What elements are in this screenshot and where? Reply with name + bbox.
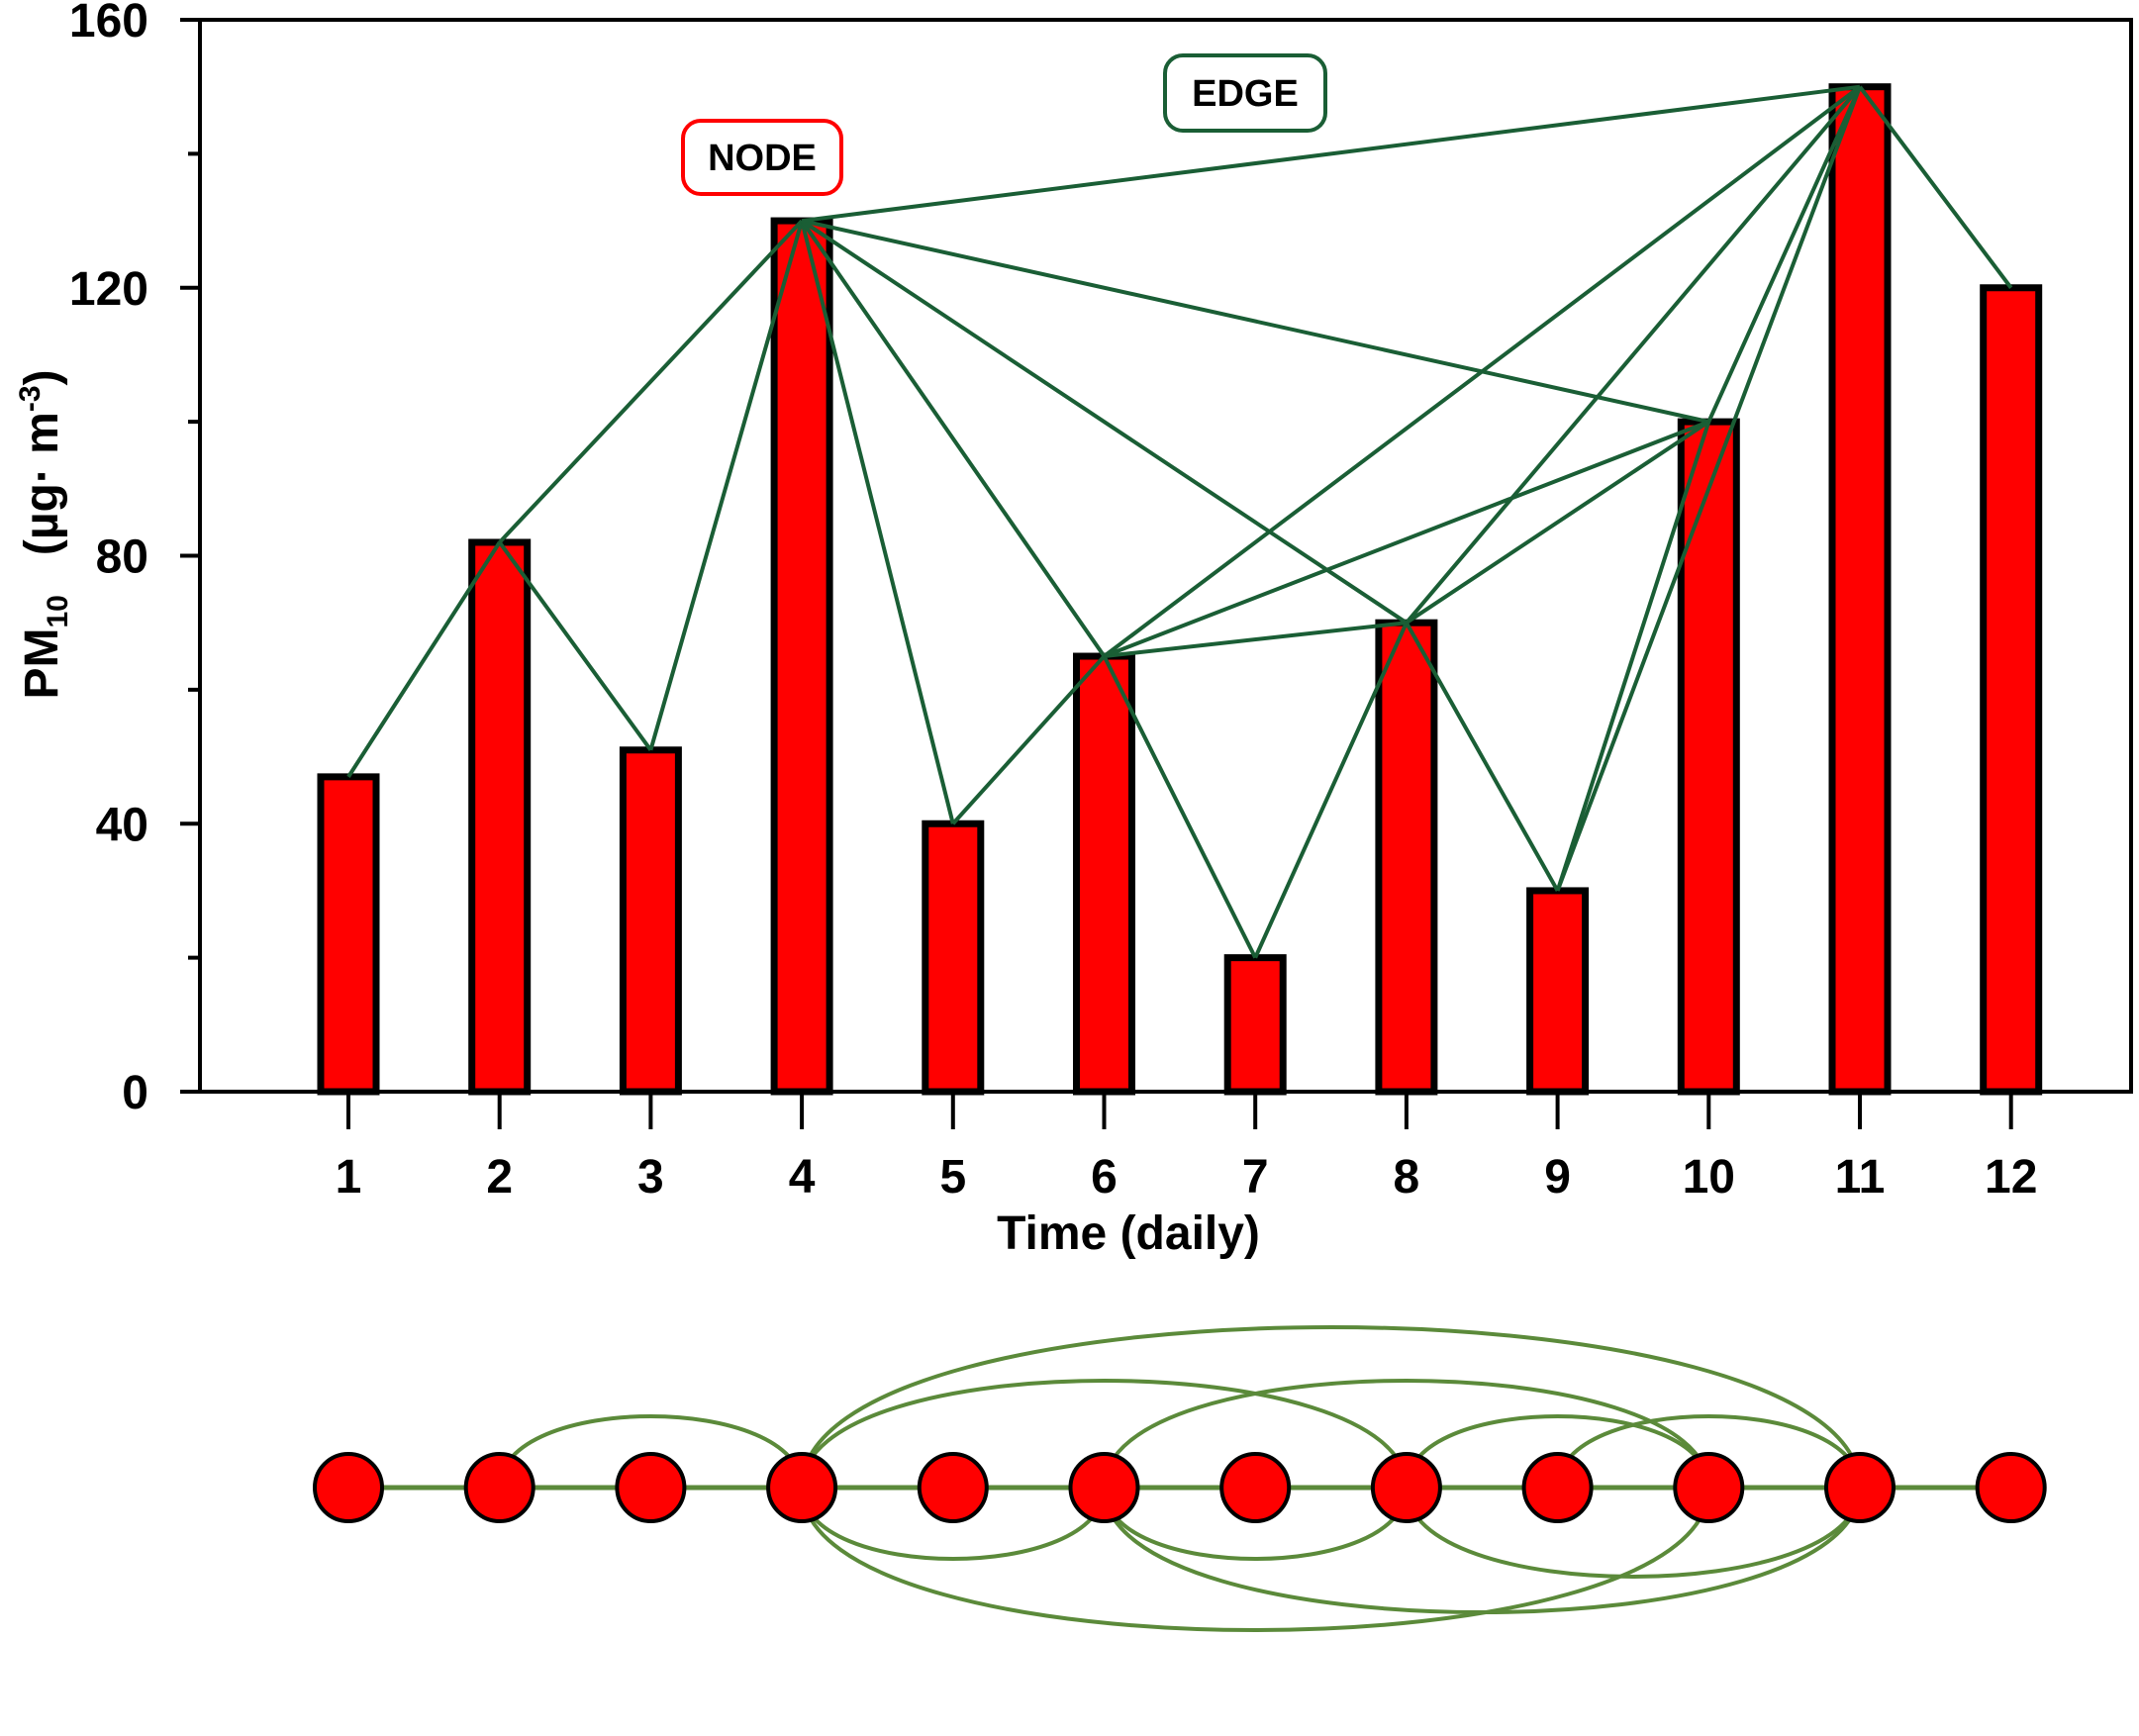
y-axis-title-close: ) xyxy=(16,369,68,385)
y-axis-title-sup: -3 xyxy=(14,385,47,412)
edge-6-7 xyxy=(1102,655,1257,959)
edge-6-11 xyxy=(1103,85,1862,658)
x-tick-label-12: 12 xyxy=(1985,1151,2037,1204)
x-tick-label-1: 1 xyxy=(336,1151,362,1204)
x-tick-label-6: 6 xyxy=(1091,1151,1118,1204)
visibility-network xyxy=(313,1325,2047,1632)
network-node-9 xyxy=(1521,1452,1594,1523)
network-node-7 xyxy=(1219,1452,1292,1523)
y-axis-title-unit: (µg· m xyxy=(16,412,68,555)
x-axis-title: Time (daily) xyxy=(997,1207,1260,1260)
network-node-4 xyxy=(766,1452,838,1523)
network-arc-8-10 xyxy=(1404,1414,1711,1489)
network-nodes xyxy=(313,1452,2047,1523)
network-node-5 xyxy=(917,1452,989,1523)
edge-1-2 xyxy=(346,540,502,778)
network-arc-4-10 xyxy=(800,1487,1711,1632)
edge-8-11 xyxy=(1405,85,1862,625)
edge-3-4 xyxy=(648,220,805,751)
edge-6-8 xyxy=(1104,621,1408,659)
edge-10-11 xyxy=(1706,85,1862,423)
network-arc-6-10 xyxy=(1102,1379,1711,1489)
x-tick-label-2: 2 xyxy=(486,1151,513,1204)
network-node-10 xyxy=(1673,1452,1745,1523)
edge-8-9 xyxy=(1405,622,1560,892)
bar-11 xyxy=(1828,83,1892,1096)
network-arc-4-6 xyxy=(800,1487,1107,1561)
edge-4-11 xyxy=(801,84,1861,224)
svg-text:PM10 (µg· m-3): PM10 (µg· m-3) xyxy=(14,369,74,699)
node-callout-label: NODE xyxy=(708,138,817,179)
edge-11-12 xyxy=(1858,85,2013,289)
y-tick-label-160: 160 xyxy=(69,0,148,48)
x-tick-label-5: 5 xyxy=(939,1151,966,1204)
bar-8 xyxy=(1375,619,1438,1096)
edge-2-4 xyxy=(498,219,804,544)
edge-8-10 xyxy=(1405,420,1710,625)
network-node-1 xyxy=(313,1452,384,1523)
y-tick-label-120: 120 xyxy=(69,263,148,316)
bar-7 xyxy=(1223,954,1287,1096)
network-arc-6-8 xyxy=(1102,1487,1409,1561)
x-tick-label-3: 3 xyxy=(637,1151,664,1204)
bar-2 xyxy=(468,538,532,1096)
bar-10 xyxy=(1677,418,1740,1096)
network-edges xyxy=(348,1325,2011,1632)
x-tick-label-7: 7 xyxy=(1242,1151,1269,1204)
network-arc-2-4 xyxy=(497,1414,805,1489)
edge-callout: EDGE xyxy=(1163,53,1327,133)
network-arc-6-11 xyxy=(1102,1487,1862,1614)
edge-9-10 xyxy=(1555,421,1711,892)
node-callout-box xyxy=(681,119,843,196)
x-tick-label-8: 8 xyxy=(1394,1151,1420,1204)
network-arc-4-11 xyxy=(800,1325,1862,1489)
bar-12 xyxy=(1980,284,2043,1096)
bar-3 xyxy=(619,746,682,1096)
y-tick-label-0: 0 xyxy=(122,1067,148,1119)
y-axis-ticks: 0 40 80 120 160 xyxy=(69,0,200,1119)
edge-callout-label: EDGE xyxy=(1192,73,1299,115)
edge-7-8 xyxy=(1253,622,1409,959)
network-node-11 xyxy=(1824,1452,1896,1523)
network-node-12 xyxy=(1975,1452,2047,1523)
edge-9-11 xyxy=(1555,85,1862,892)
network-arc-4-8 xyxy=(800,1379,1409,1489)
visibility-edges xyxy=(346,84,2013,959)
bar-4 xyxy=(770,217,833,1096)
network-node-2 xyxy=(463,1452,535,1523)
network-node-3 xyxy=(615,1452,687,1523)
bar-1 xyxy=(317,773,380,1096)
y-axis-title-base: PM xyxy=(16,628,68,700)
bars xyxy=(317,83,2043,1096)
y-tick-label-40: 40 xyxy=(96,799,148,851)
bar-6 xyxy=(1073,652,1135,1096)
edge-callout-box xyxy=(1163,53,1327,133)
bar-5 xyxy=(922,820,985,1096)
node-callout: NODE xyxy=(681,119,843,196)
edge-6-10 xyxy=(1103,420,1710,658)
edge-5-6 xyxy=(951,654,1106,825)
network-node-8 xyxy=(1370,1452,1442,1523)
edge-2-3 xyxy=(498,540,653,751)
x-tick-label-9: 9 xyxy=(1544,1151,1571,1204)
y-tick-label-80: 80 xyxy=(96,531,148,584)
edge-4-8 xyxy=(800,219,1409,625)
edge-4-10 xyxy=(801,219,1709,425)
edge-4-6 xyxy=(800,219,1107,658)
bar-9 xyxy=(1526,887,1590,1096)
edge-4-5 xyxy=(800,220,955,824)
network-node-6 xyxy=(1068,1452,1140,1523)
x-tick-label-10: 10 xyxy=(1683,1151,1735,1204)
network-arc-8-11 xyxy=(1404,1487,1862,1579)
network-arc-9-11 xyxy=(1555,1414,1862,1489)
x-tick-label-11: 11 xyxy=(1835,1151,1886,1204)
y-axis-title: PM10 (µg· m-3) xyxy=(14,369,74,699)
x-tick-label-4: 4 xyxy=(789,1151,816,1204)
y-axis-title-sub: 10 xyxy=(42,595,74,627)
